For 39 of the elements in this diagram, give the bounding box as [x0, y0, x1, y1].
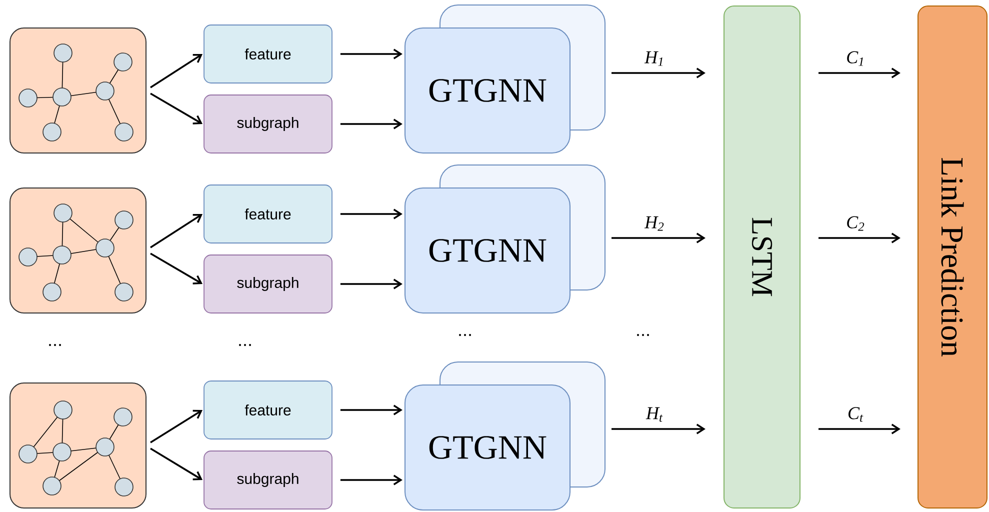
- edge-label: H$_{t}$: [645, 406, 664, 423]
- arrow: [340, 118, 402, 130]
- arrow: [150, 252, 203, 284]
- arrow: [818, 424, 900, 434]
- arrow: [150, 214, 203, 248]
- gtgnn-box: GTGNN: [404, 188, 570, 314]
- arrow: [612, 68, 706, 78]
- arrow: [612, 232, 706, 244]
- arrow: [818, 68, 900, 78]
- arrow: [340, 48, 402, 60]
- feature-box: feature: [204, 184, 332, 244]
- feature-box: feature: [204, 24, 332, 84]
- edge-label: H$_{2}$: [644, 215, 666, 232]
- arrow: [818, 232, 900, 244]
- arrow: [150, 448, 203, 480]
- subgraph-box: subgraph: [204, 254, 332, 314]
- arrow: [340, 278, 402, 290]
- gtgnn-box: GTGNN: [404, 384, 570, 510]
- ellipsis: ...: [239, 344, 251, 346]
- feature-box: feature: [204, 380, 332, 440]
- ellipsis: ...: [49, 344, 61, 346]
- arrow: [340, 474, 402, 486]
- arrow: [150, 410, 203, 444]
- arrow: [150, 54, 203, 88]
- lstm-bar: LSTM: [724, 6, 800, 508]
- edge-label: H$_{1}$: [644, 50, 666, 67]
- subgraph-box: subgraph: [204, 94, 332, 154]
- gtgnn-box: GTGNN: [404, 28, 570, 154]
- edge-label: C$_{1}$: [845, 50, 866, 67]
- edge-label: C$_{t}$: [846, 406, 864, 423]
- arrow: [150, 92, 203, 124]
- arrow: [340, 404, 402, 416]
- ellipsis: ...: [459, 334, 471, 336]
- arrow: [612, 424, 706, 434]
- prediction-bar: Link Prediction: [918, 6, 988, 508]
- ellipsis: ...: [637, 334, 649, 336]
- arrow: [340, 208, 402, 220]
- edge-label: C$_{2}$: [845, 215, 866, 232]
- subgraph-box: subgraph: [204, 450, 332, 510]
